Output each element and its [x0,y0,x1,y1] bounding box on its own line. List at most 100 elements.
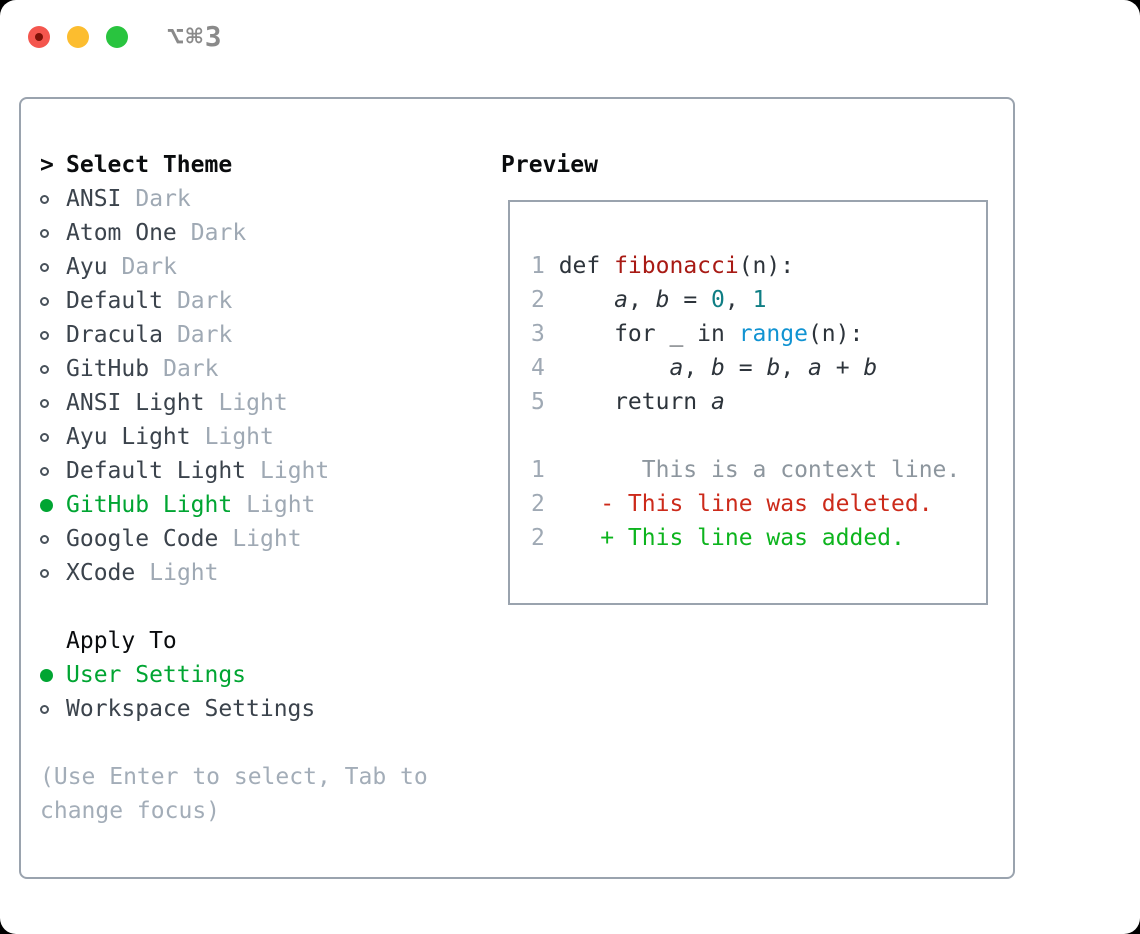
apply-to-header-row: Apply To [40,624,480,658]
radio-icon [40,568,49,578]
prompt-icon: > [40,152,54,178]
theme-option-atom-one[interactable]: Atom One Dark [40,216,480,250]
theme-variant-tag: Dark [176,322,233,348]
blank-line [531,419,986,453]
radio-selected-icon [40,668,53,682]
theme-variant-tag: Dark [135,186,191,212]
code-token [559,355,670,381]
theme-name: Google Code [66,526,219,552]
theme-option-ansi[interactable]: ANSI Dark [40,182,480,216]
theme-option-google-code[interactable]: Google Code Light [40,522,480,556]
radio-icon [40,704,49,714]
radio-marker [40,364,66,374]
apply-to-title: Apply To [66,628,177,654]
code-token: , [780,355,808,381]
select-theme-title: Select Theme [66,152,233,178]
close-button[interactable] [28,26,50,48]
apply-option-workspace-settings[interactable]: Workspace Settings [40,692,480,726]
line-number: 2 [531,491,545,517]
theme-option-ansi-light[interactable]: ANSI Light Light [40,386,480,420]
theme-variant-tag: Light [218,390,288,416]
code-token: b [863,355,878,381]
theme-variant-tag: Dark [176,288,233,314]
radio-marker [40,194,66,204]
code-token [559,287,614,313]
line-number: 3 [531,321,545,347]
window-shortcut-label: ⌥⌘3 [167,20,224,53]
theme-name: ANSI [66,186,122,212]
radio-icon [40,534,49,544]
theme-option-github-light[interactable]: GitHub Light Light [40,488,480,522]
radio-marker [40,296,66,306]
zoom-button[interactable] [106,26,128,48]
code-token: = [669,287,712,313]
theme-variant-tag: Light [260,458,330,484]
radio-marker [40,398,66,408]
theme-name: GitHub Light [66,492,233,518]
theme-name: Ayu [66,254,108,280]
titlebar: ⌥⌘3 [0,0,1140,74]
code-token: 0 [711,287,725,313]
radio-icon [40,228,49,238]
radio-marker [40,330,66,340]
radio-marker [40,466,66,476]
line-number: 5 [531,389,545,415]
code-token: return [558,389,712,415]
theme-name: Atom One [66,220,177,246]
theme-variant-tag: Light [149,560,219,586]
theme-variant-tag: Light [232,526,302,552]
radio-icon [40,466,49,476]
line-number: 1 [531,253,545,279]
code-token: 1 [752,287,767,313]
radio-marker [40,534,66,544]
code-token: + [821,355,864,381]
code-token: (n): [807,321,864,347]
code-line: 5 return a [531,385,986,419]
code-token: , [627,287,656,313]
code-token: for _ in [558,321,739,347]
code-token: (n): [738,253,795,279]
radio-marker [40,432,66,442]
theme-name: ANSI Light [66,390,205,416]
apply-option-user-settings[interactable]: User Settings [40,658,480,692]
code-token: def [558,253,615,279]
code-token: + This line was added. [558,525,905,551]
code-token: a [711,389,725,415]
line-number: 4 [531,355,545,381]
code-line: 2 - This line was deleted. [531,487,986,521]
radio-icon [40,262,49,272]
apply-option-name: Workspace Settings [66,696,316,722]
code-line: 3 for _ in range(n): [531,317,986,351]
prompt-marker: > [40,152,66,178]
theme-variant-tag: Light [246,492,316,518]
code-token: b [766,355,781,381]
help-text-line-1: (Use Enter to select, Tab to [40,764,428,790]
select-theme-header-row: > Select Theme [40,148,480,182]
theme-variant-tag: Dark [163,356,219,382]
radio-icon [40,194,49,204]
code-token: This is a context line. [558,457,961,483]
apply-option-name: User Settings [66,662,247,688]
code-token: a [614,287,628,313]
radio-icon [40,364,49,374]
minimize-button[interactable] [67,26,89,48]
theme-variant-tag: Light [204,424,274,450]
code-token: b [711,355,725,381]
code-token: , [683,355,712,381]
theme-variant-tag: Dark [190,220,247,246]
code-line: 4 a, b = b, a + b [531,351,986,385]
radio-marker [40,704,66,714]
radio-icon [40,296,49,306]
